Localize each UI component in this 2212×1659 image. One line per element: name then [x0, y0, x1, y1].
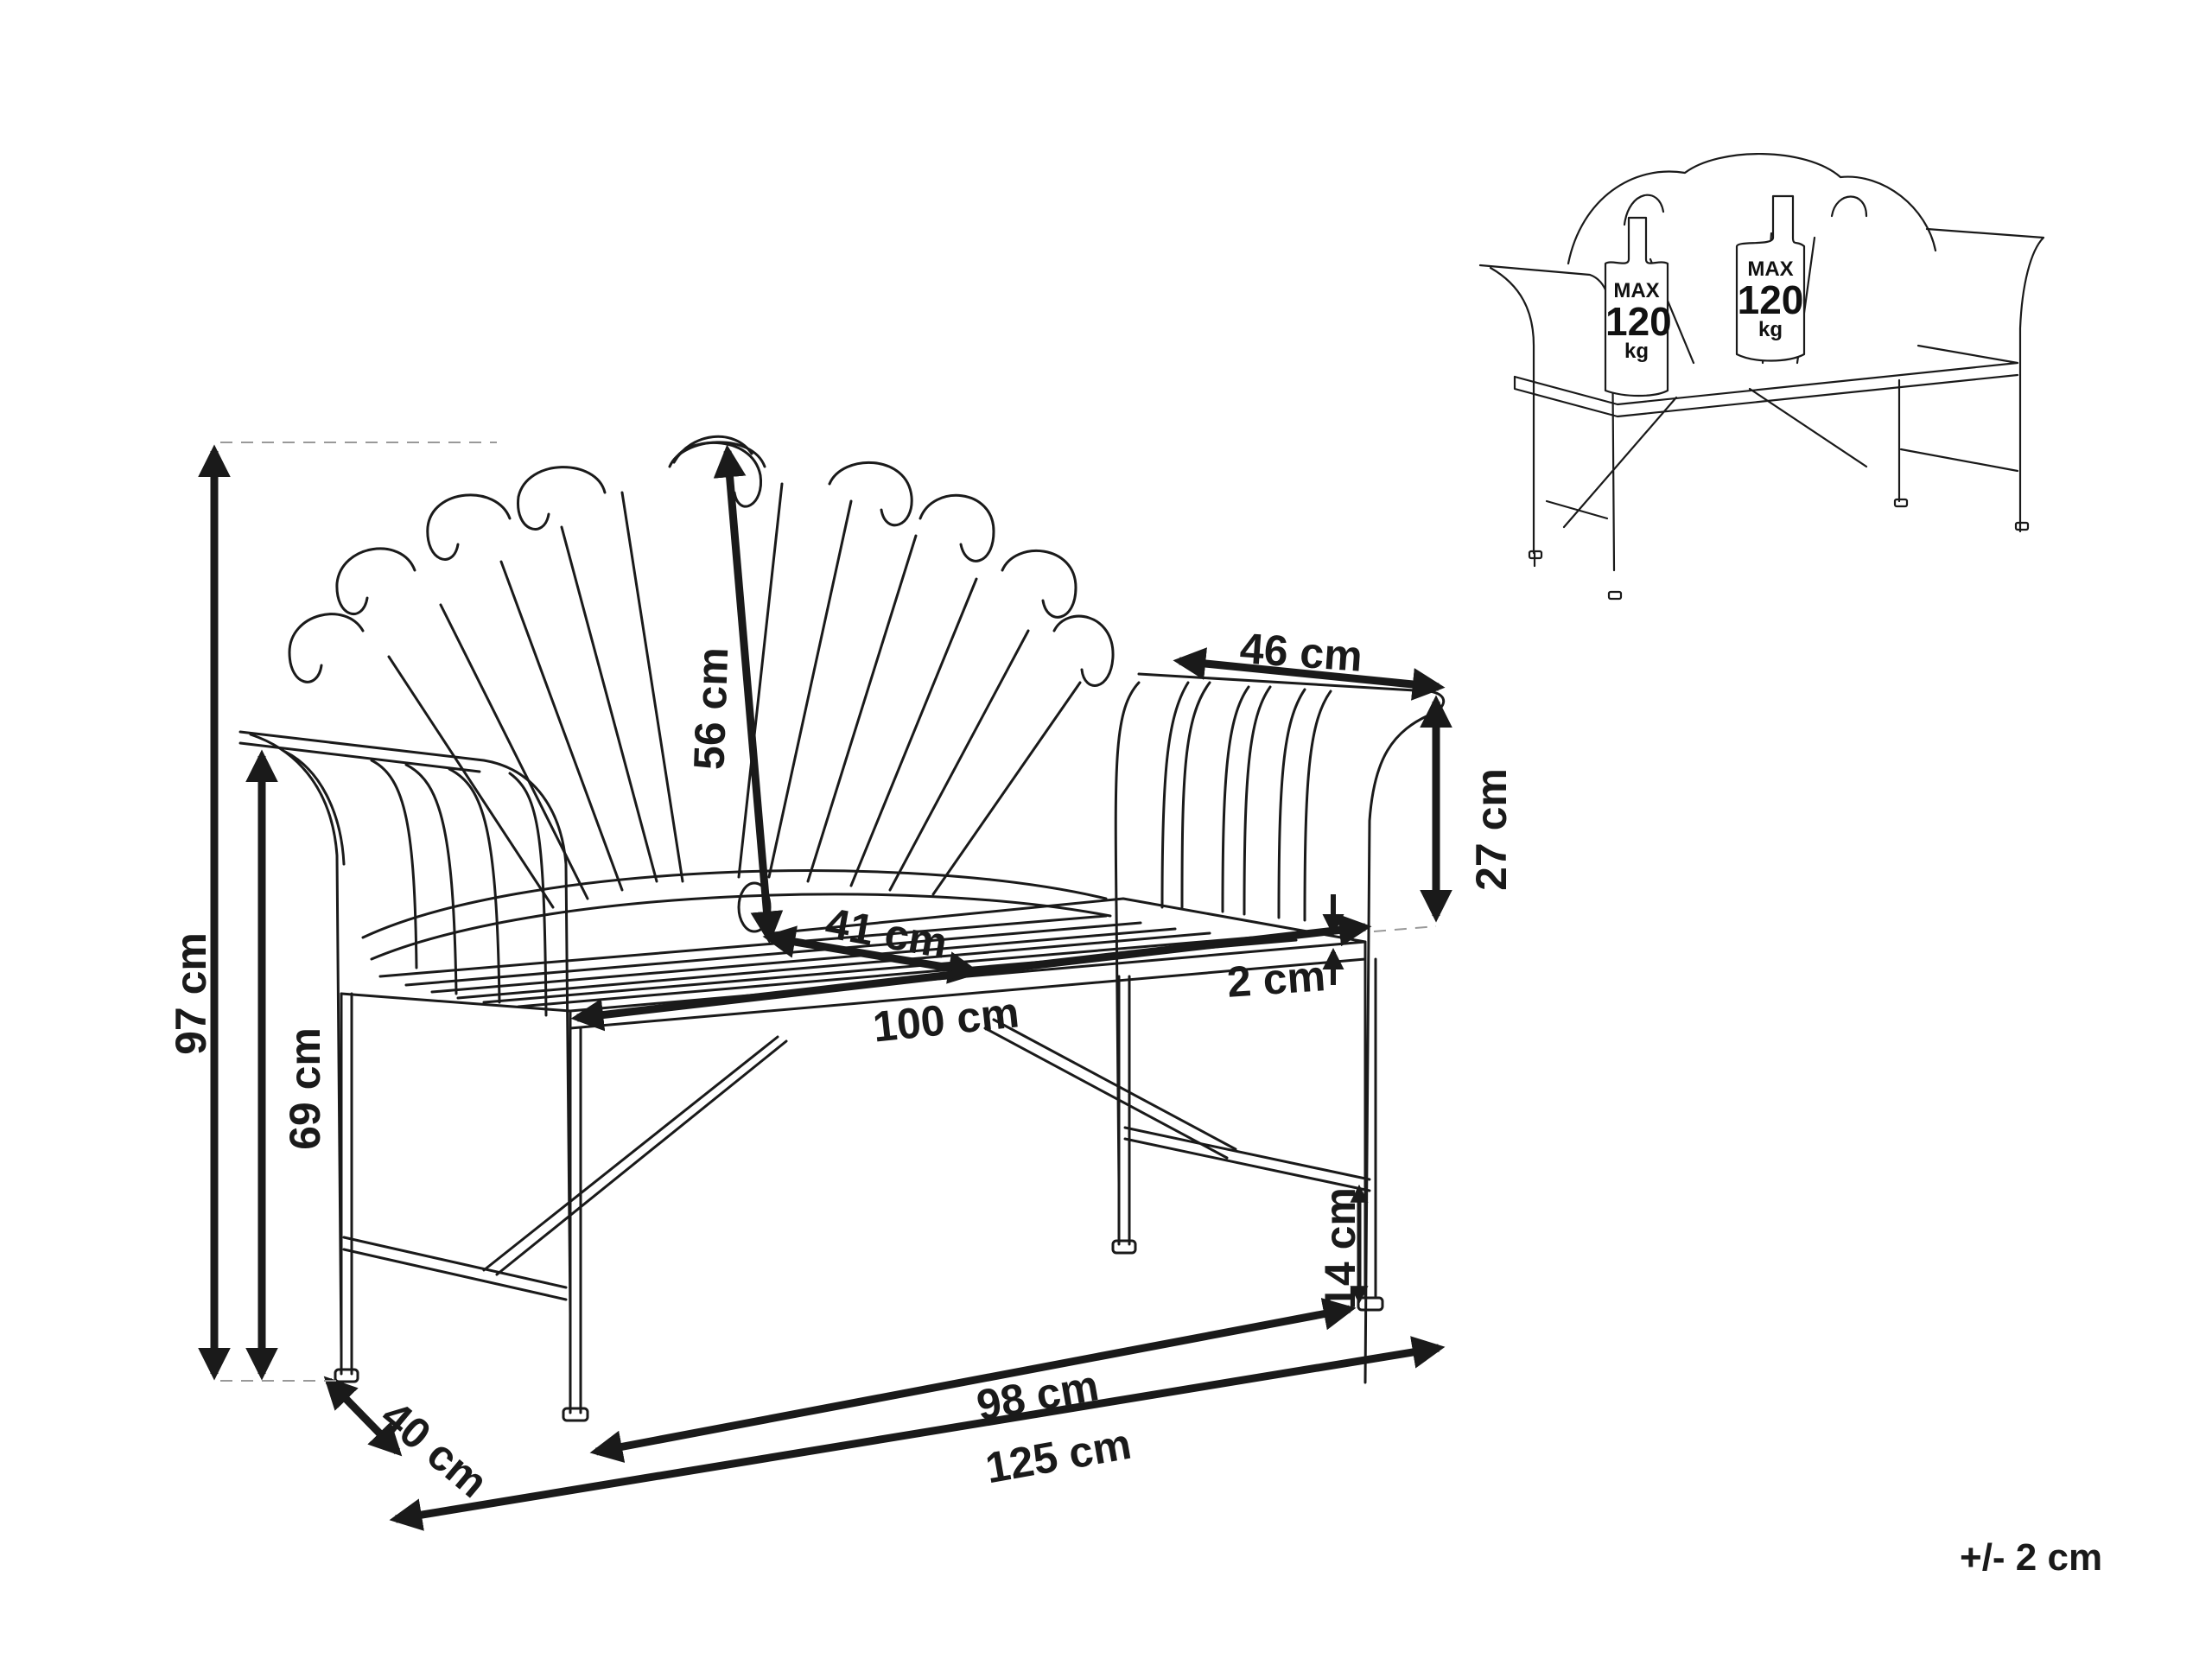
dim-line-46	[1173, 647, 1446, 701]
label-armrest-above-seat: 27 cm	[1466, 768, 1516, 891]
dimension-lines	[198, 444, 1452, 1531]
weight-badge-1: MAX 120 kg	[1605, 279, 1672, 363]
weight-icon	[1604, 216, 1669, 397]
label-armrest-height: 69 cm	[280, 1027, 329, 1150]
legs	[334, 957, 1384, 1422]
dim-line-56	[713, 444, 784, 944]
label-overall-height: 97 cm	[166, 932, 215, 1055]
label-stretcher-height: 14 cm	[1315, 1187, 1364, 1310]
weight-value: 120	[1605, 299, 1672, 344]
label-backrest-height: 56 cm	[684, 646, 738, 771]
weight-icon	[1735, 194, 1806, 362]
right-armrest	[1114, 672, 1446, 1384]
dim-line-100	[570, 913, 1372, 1032]
tolerance-note: +/- 2 cm	[1960, 1536, 2103, 1579]
weight-max-label: MAX	[1747, 257, 1794, 281]
weight-unit: kg	[1624, 340, 1649, 363]
label-seat-thickness: 2 cm	[1225, 951, 1327, 1007]
label-armrest-depth: 46 cm	[1238, 624, 1364, 681]
dim-line-40	[323, 1376, 403, 1457]
load-capacity-inset	[1478, 153, 2045, 601]
weight-max-label: MAX	[1613, 279, 1660, 302]
weight-unit: kg	[1758, 318, 1783, 341]
weight-value: 120	[1737, 277, 1804, 322]
dim-line-125	[389, 1336, 1446, 1531]
weight-badge-2: MAX 120 kg	[1737, 259, 1804, 340]
left-armrest	[238, 730, 572, 1354]
guide-lines	[220, 442, 1437, 1382]
